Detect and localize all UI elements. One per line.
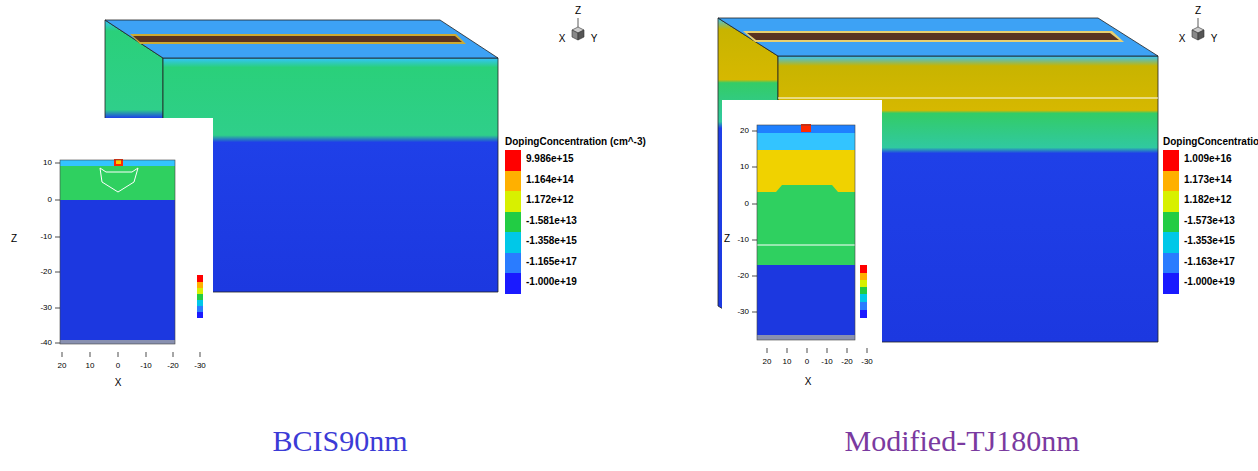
caption: BCIS90nm bbox=[272, 424, 407, 457]
tick-label: -10 bbox=[140, 362, 152, 371]
tick-label: -40 bbox=[40, 339, 52, 348]
tick-label: -30 bbox=[40, 304, 52, 313]
legend-value: -1.165e+17 bbox=[526, 255, 577, 266]
legend-value: -1.358e+15 bbox=[526, 235, 577, 246]
legend-title: DopingConcentration (cm^-3) bbox=[505, 136, 646, 147]
legend-swatch bbox=[1163, 232, 1179, 253]
tick-label: 0 bbox=[116, 362, 120, 371]
legend-value: -1.581e+13 bbox=[526, 214, 577, 225]
legend-title: DopingConcentration (cm^-3) bbox=[1163, 136, 1258, 147]
axis-letter: X bbox=[805, 376, 812, 387]
tick-label: 20 bbox=[763, 358, 772, 367]
legend-swatch bbox=[1163, 171, 1179, 192]
device-block-right bbox=[718, 18, 1158, 342]
legend-swatch bbox=[505, 253, 521, 274]
tick-label: 20 bbox=[740, 127, 749, 136]
legend-value: -1.000e+19 bbox=[526, 276, 577, 287]
legend-value: 1.009e+16 bbox=[1184, 153, 1232, 164]
axis-letter: X bbox=[115, 377, 122, 388]
tick-label: -30 bbox=[737, 308, 749, 317]
legend-swatch bbox=[505, 273, 521, 294]
tick-label: -20 bbox=[167, 362, 179, 371]
legend-swatch bbox=[1163, 191, 1179, 212]
legend-value: 1.172e+12 bbox=[526, 194, 574, 205]
legend-swatch bbox=[1163, 150, 1179, 171]
legend-value: -1.573e+13 bbox=[1184, 214, 1235, 225]
legend-value: -1.163e+17 bbox=[1184, 255, 1235, 266]
tick-label: 10 bbox=[43, 159, 52, 168]
tick-label: 10 bbox=[86, 362, 95, 371]
axis-triad bbox=[572, 18, 1204, 40]
tick-label: -30 bbox=[194, 362, 206, 371]
tick-label: 10 bbox=[740, 163, 749, 172]
cross-section-left bbox=[38, 118, 213, 396]
tick-label: 0 bbox=[48, 196, 52, 205]
tick-label: -20 bbox=[40, 268, 52, 277]
legend-swatch bbox=[505, 191, 521, 212]
legend-swatch bbox=[1163, 273, 1179, 294]
tick-label: -20 bbox=[737, 272, 749, 281]
axis-letter: Z bbox=[11, 233, 17, 244]
legend-swatch bbox=[505, 150, 521, 171]
axis-letter: X bbox=[559, 33, 566, 44]
legend-value: 1.182e+12 bbox=[1184, 194, 1232, 205]
legend-value: 1.173e+14 bbox=[1184, 173, 1232, 184]
tick-label: 10 bbox=[783, 358, 792, 367]
tick-label: 20 bbox=[58, 362, 67, 371]
legend-value: 1.164e+14 bbox=[526, 173, 574, 184]
axis-letter: Y bbox=[591, 33, 598, 44]
caption: Modified-TJ180nm bbox=[845, 424, 1080, 457]
tick-label: 0 bbox=[745, 200, 749, 209]
tick-label: -30 bbox=[861, 358, 873, 367]
axis-letter: Z bbox=[1195, 5, 1201, 16]
cross-section-right bbox=[722, 100, 882, 396]
axis-letter: X bbox=[1179, 33, 1186, 44]
legend-swatch bbox=[1163, 253, 1179, 274]
axis-letter: Y bbox=[1211, 33, 1218, 44]
legend-value: 9.986e+15 bbox=[526, 153, 574, 164]
tick-label: -20 bbox=[841, 358, 853, 367]
legend-value: -1.353e+15 bbox=[1184, 235, 1235, 246]
tick-label: -10 bbox=[40, 233, 52, 242]
legend-swatch bbox=[505, 212, 521, 233]
legend-swatch bbox=[1163, 212, 1179, 233]
legend-swatch bbox=[505, 171, 521, 192]
legend-value: -1.000e+19 bbox=[1184, 276, 1235, 287]
tick-label: 0 bbox=[805, 358, 809, 367]
legend-swatch bbox=[505, 232, 521, 253]
axis-letter: Z bbox=[724, 233, 730, 244]
axis-letter: Z bbox=[575, 5, 581, 16]
tick-label: -10 bbox=[737, 236, 749, 245]
tick-label: -10 bbox=[821, 358, 833, 367]
